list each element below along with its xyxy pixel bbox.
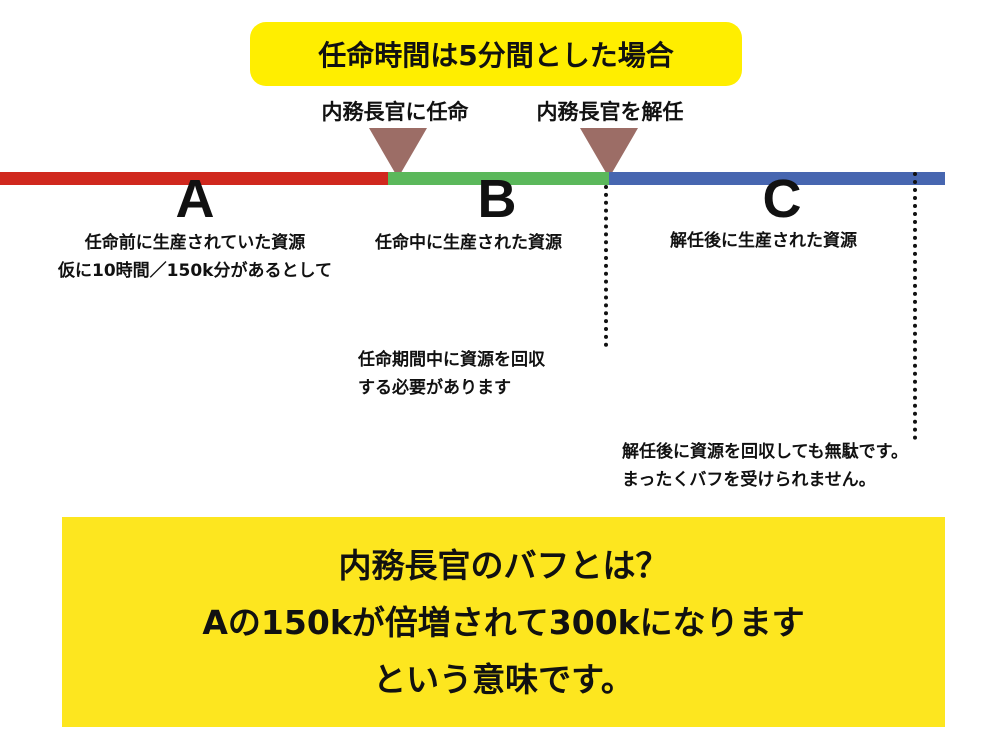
during-note: 任命期間中に資源を回収 する必要があります	[358, 346, 545, 402]
note-line: 解任後に資源を回収しても無駄です。	[622, 442, 908, 462]
segment-b-description: 任命中に生産された資源	[375, 233, 562, 253]
later-dotted-line	[913, 172, 917, 440]
segment-a-description: 任命前に生産されていた資源 仮に10時間／150k分があるとして	[0, 229, 390, 285]
after-note: 解任後に資源を回収しても無駄です。 まったくバフを受けられません。	[622, 438, 908, 494]
note-line: する必要があります	[358, 378, 511, 398]
segment-a-bar	[0, 172, 388, 185]
segment-b-bar	[388, 172, 609, 185]
dismiss-triangle-icon	[580, 128, 638, 178]
segment-b-letter: B	[477, 169, 517, 229]
summary-box: 内務長官のバフとは？ Aの150kが倍増されて300kになります という意味です…	[62, 517, 945, 727]
dismiss-label: 内務長官を解任	[536, 100, 684, 124]
appoint-label: 内務長官に任命	[321, 100, 469, 124]
appoint-triangle-icon	[369, 128, 427, 178]
segment-a-line: 仮に10時間／150k分があるとして	[58, 261, 332, 281]
summary-line: という意味です。	[373, 659, 634, 699]
dismiss-dotted-line	[604, 185, 608, 347]
note-line: 任命期間中に資源を回収	[358, 350, 545, 370]
summary-line: Aの150kが倍増されて300kになります	[202, 602, 805, 642]
title-banner: 任命時間は5分間とした場合	[250, 22, 742, 86]
title-text: 任命時間は5分間とした場合	[318, 39, 674, 72]
segment-c-description: 解任後に生産された資源	[670, 231, 857, 251]
note-line: まったくバフを受けられません。	[622, 470, 876, 490]
segment-c-bar	[609, 172, 945, 185]
segment-a-line: 任命前に生産されていた資源	[84, 233, 306, 253]
segment-a-letter: A	[175, 169, 215, 229]
summary-line: 内務長官のバフとは？	[338, 545, 669, 585]
segment-c-letter: C	[762, 169, 802, 229]
